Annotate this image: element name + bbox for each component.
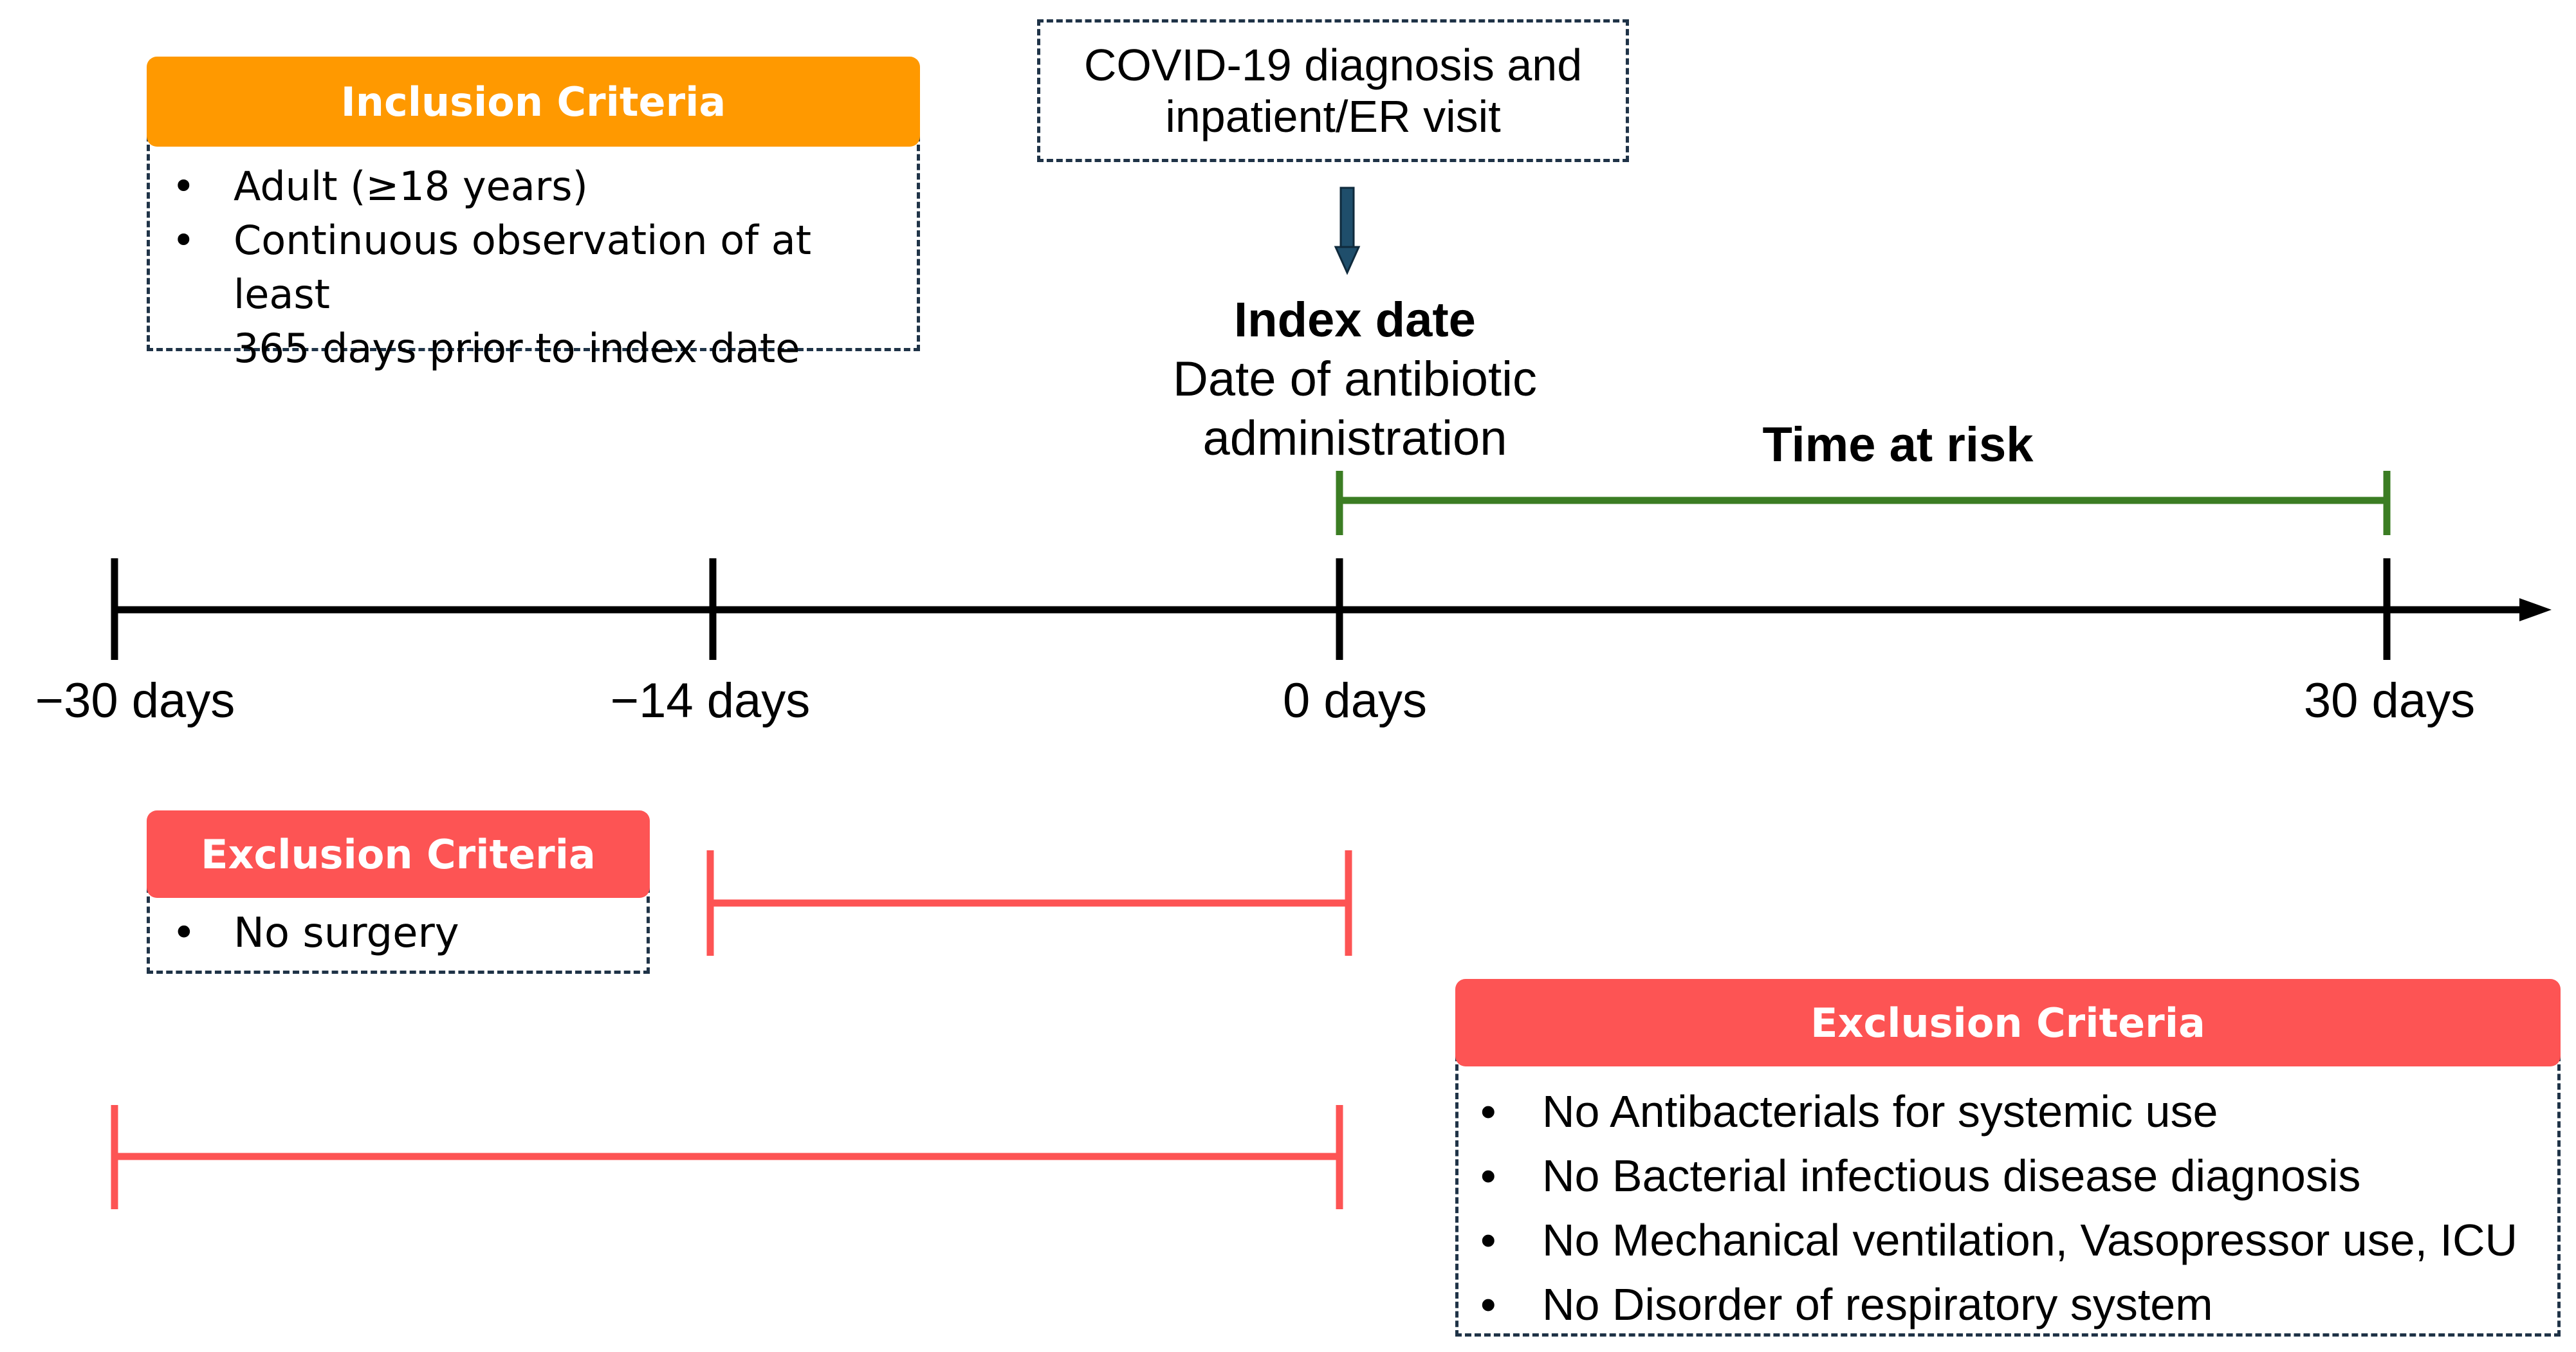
tick-label-minus-30: −30 days — [35, 673, 235, 728]
covid-diagnosis-box: COVID-19 diagnosis and inpatient/ER visi… — [1037, 19, 1629, 162]
tick-label-zero: 0 days — [1283, 673, 1427, 728]
time-at-risk-label: Time at risk — [1762, 417, 2034, 472]
list-item: Continuous observation of at least — [150, 214, 917, 322]
list-item: No Antibacterials for systemic use — [1458, 1079, 2557, 1144]
index-date-line-2: administration — [1202, 411, 1507, 466]
exclusion-criteria-surgery-list-box: No surgery — [147, 886, 650, 974]
timeline-arrowhead — [2519, 598, 2552, 621]
exclusion-criteria-surgery-box: No surgery Exclusion Criteria — [147, 810, 650, 974]
time-at-risk-bracket — [1336, 471, 2391, 535]
covid-box-line-2: inpatient/ER visit — [1165, 91, 1501, 142]
exclusion-window-14-bracket — [706, 850, 1352, 956]
list-item: Adult (≥18 years) — [150, 160, 917, 214]
covid-box-line-1: COVID-19 diagnosis and — [1083, 40, 1583, 90]
list-item: No surgery — [150, 906, 647, 961]
index-date-title: Index date — [1234, 293, 1476, 347]
index-date-line-1: Date of antibiotic — [1172, 352, 1538, 407]
exclusion-criteria-30-days-header: Exclusion Criteria — [1455, 979, 2561, 1066]
exclusion-window-30-bracket — [111, 1105, 1343, 1209]
index-date-label: Index date Date of antibiotic administra… — [1094, 291, 1616, 468]
exclusion-criteria-surgery-header: Exclusion Criteria — [147, 810, 650, 898]
list-item-continuation: 365 days prior to index date — [234, 325, 800, 372]
down-arrow-icon — [1334, 187, 1361, 275]
exclusion-criteria-30-days-box: No Antibacterials for systemic use No Ba… — [1455, 979, 2561, 1337]
inclusion-criteria-list-box: Adult (≥18 years) Continuous observation… — [147, 135, 920, 372]
inclusion-criteria-box: Adult (≥18 years) Continuous observation… — [147, 57, 920, 372]
list-item: No Bacterial infectious disease diagnosi… — [1458, 1144, 2557, 1208]
inclusion-criteria-header: Inclusion Criteria — [147, 57, 920, 147]
list-item: No Disorder of respiratory system — [1458, 1272, 2557, 1337]
list-item: No Mechanical ventilation, Vasopressor u… — [1458, 1208, 2557, 1272]
exclusion-criteria-30-days-list-box: No Antibacterials for systemic use No Ba… — [1455, 1055, 2561, 1337]
tick-label-minus-14: −14 days — [610, 673, 811, 728]
tick-label-plus-30: 30 days — [2303, 673, 2476, 728]
